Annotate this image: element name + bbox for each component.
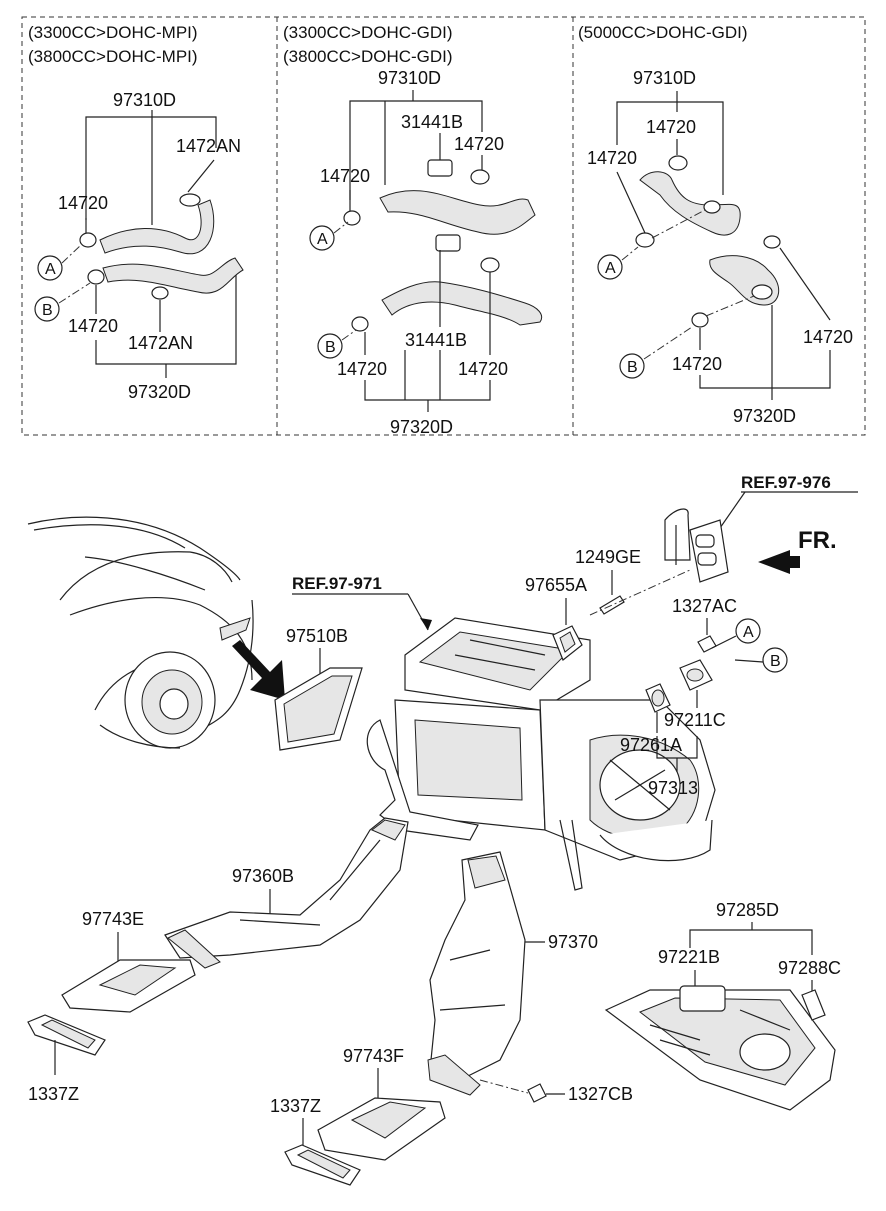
label-31441B-bot: 31441B (405, 330, 467, 350)
panel-5000-header: (5000CC>DOHC-GDI) (578, 23, 748, 42)
label-1337Z-left: 1337Z (28, 1084, 79, 1104)
callout-a-main (735, 618, 761, 644)
label-14720-5000-d: 14720 (672, 354, 722, 374)
callout-a-gdi (309, 225, 335, 251)
label-97320D-mpi: 97320D (128, 382, 191, 402)
callout-a-5000 (597, 254, 623, 280)
label-97221B: 97221B (658, 947, 720, 967)
label-97310D-mpi: 97310D (113, 90, 176, 110)
vehicle-outline (27, 516, 285, 749)
front-direction-label: FR. (798, 527, 837, 554)
label-97310D-gdi: 97310D (378, 68, 441, 88)
ref-97-971: REF.97-971 (292, 574, 382, 593)
panel-mpi-header-1: (3300CC>DOHC-MPI) (28, 23, 198, 42)
callout-a-main-text: A (743, 624, 754, 641)
label-14720-gdi-a: 14720 (454, 134, 504, 154)
callout-b-main (762, 647, 788, 673)
label-1472AN-bot: 1472AN (128, 333, 193, 353)
callout-b-gdi (317, 333, 343, 359)
callout-b-mpi-text: B (42, 302, 53, 319)
label-31441B-top: 31441B (401, 112, 463, 132)
label-1327AC: 1327AC (672, 596, 737, 616)
label-97510B: 97510B (286, 626, 348, 646)
label-1327CB: 1327CB (568, 1084, 633, 1104)
label-14720-mpi-bot: 14720 (68, 316, 118, 336)
hvac-module (366, 617, 716, 891)
callout-a-gdi-text: A (317, 231, 328, 248)
label-1249GE: 1249GE (575, 547, 641, 567)
label-1337Z-right: 1337Z (270, 1096, 321, 1116)
callout-b-5000 (619, 353, 645, 379)
panel-gdi-header-2: (3800CC>DOHC-GDI) (283, 47, 453, 66)
label-97743E: 97743E (82, 909, 144, 929)
label-97261A: 97261A (620, 735, 682, 755)
panel-gdi: (3300CC>DOHC-GDI) (3800CC>DOHC-GDI) 9731… (283, 23, 543, 437)
label-1472AN-top: 1472AN (176, 136, 241, 156)
label-14720-gdi-b: 14720 (320, 166, 370, 186)
label-14720-5000-a: 14720 (646, 117, 696, 137)
label-97288C: 97288C (778, 958, 841, 978)
label-97320D-gdi: 97320D (390, 417, 453, 437)
callout-a-5000-text: A (605, 260, 616, 277)
label-14720-gdi-c: 14720 (337, 359, 387, 379)
label-97310D-5000: 97310D (633, 68, 696, 88)
engine-variant-panels (21, 16, 866, 436)
front-arrow-icon (758, 550, 800, 574)
callout-b-gdi-text: B (325, 339, 336, 356)
callout-b-mpi (34, 296, 60, 322)
label-97370: 97370 (548, 932, 598, 952)
callout-b-main-text: B (770, 653, 781, 670)
label-97313: 97313 (648, 778, 698, 798)
panel-5000: (5000CC>DOHC-GDI) 97310D 14720 14720 A B… (578, 23, 853, 426)
label-97285D: 97285D (716, 900, 779, 920)
panel-gdi-header-1: (3300CC>DOHC-GDI) (283, 23, 453, 42)
label-97320D-5000: 97320D (733, 406, 796, 426)
ref-97-976: REF.97-976 (741, 473, 831, 492)
panel-mpi-header-2: (3800CC>DOHC-MPI) (28, 47, 198, 66)
callout-a-mpi-text: A (45, 261, 56, 278)
label-14720-5000-c: 14720 (803, 327, 853, 347)
label-97655A: 97655A (525, 575, 587, 595)
panel-mpi: (3300CC>DOHC-MPI) (3800CC>DOHC-MPI) 9731… (28, 23, 244, 402)
callout-b-5000-text: B (627, 359, 638, 376)
main-assembly: REF.97-976 FR. REF.97-971 (27, 473, 858, 1186)
label-97211C: 97211C (664, 710, 726, 730)
label-14720-mpi-top: 14720 (58, 193, 108, 213)
label-14720-gdi-d: 14720 (458, 359, 508, 379)
label-97743F: 97743F (343, 1046, 404, 1066)
callout-a-mpi (37, 255, 63, 281)
label-97360B: 97360B (232, 866, 294, 886)
label-14720-5000-b: 14720 (587, 148, 637, 168)
